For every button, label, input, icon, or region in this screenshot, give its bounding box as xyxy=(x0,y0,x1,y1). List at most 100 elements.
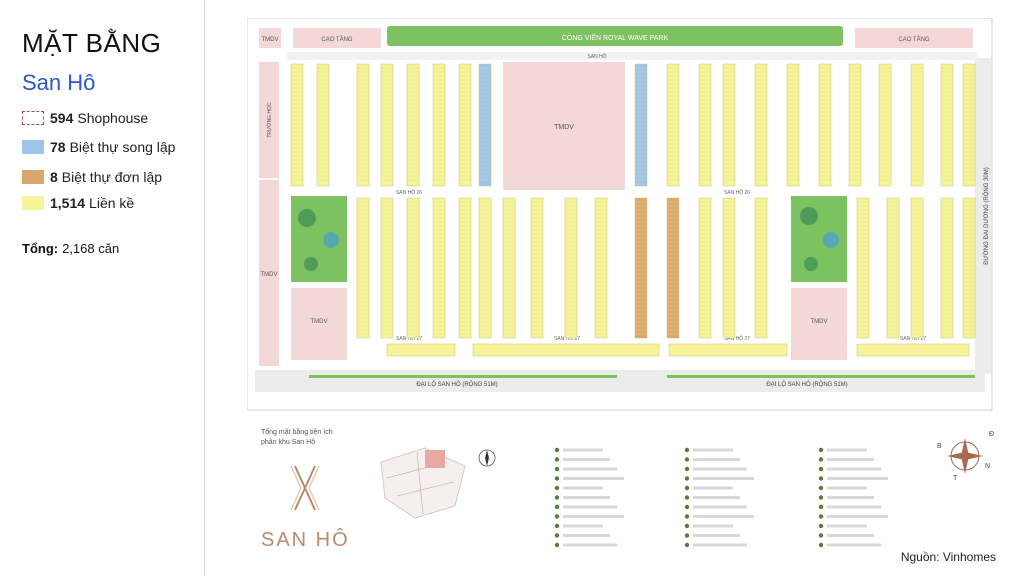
dai-lo-road xyxy=(255,370,985,392)
compass-label: T xyxy=(953,475,958,482)
legend-swatch-song-lap xyxy=(22,140,44,154)
legend-label: Liền kề xyxy=(89,195,135,211)
lot-strip xyxy=(698,63,712,187)
utility-entry xyxy=(693,458,740,461)
lot-strip xyxy=(380,197,394,339)
utility-marker-icon xyxy=(554,504,560,510)
utility-marker-icon xyxy=(684,533,690,538)
san-ho-26-label: SAN HÔ 26 xyxy=(396,189,422,196)
san-ho-road-label: SAN HÔ xyxy=(587,53,606,60)
utility-marker-icon xyxy=(684,466,690,472)
tree-icon xyxy=(804,257,818,271)
utility-entry xyxy=(827,515,888,518)
pool-icon xyxy=(323,232,339,248)
utility-marker-icon xyxy=(818,476,824,481)
tmdv-left xyxy=(259,180,279,366)
san-ho-26-label: SAN HÔ 26 xyxy=(724,189,750,196)
lot-strip xyxy=(432,197,446,339)
lot-strip-horizontal xyxy=(668,343,788,357)
san-ho-27-label: SAN HÔ 27 xyxy=(554,335,580,342)
total-label: Tổng: xyxy=(22,241,59,256)
legend-label: Biệt thự song lập xyxy=(69,139,176,155)
road-green-strip xyxy=(667,375,975,378)
tmdv-label: TMDV xyxy=(262,37,279,43)
lot-strip-horizontal xyxy=(386,343,456,357)
lot-strip xyxy=(910,63,924,187)
legend-swatch-lien-ke xyxy=(22,196,44,210)
utility-title: Tổng mặt bằng tiện ích xyxy=(261,427,333,436)
dai-lo-label: ĐẠI LỘ SAN HÔ (RỘNG 51M) xyxy=(766,381,847,388)
compass-label: N xyxy=(985,463,990,470)
tmdv-label: TMDV xyxy=(811,319,828,325)
brand-name: SAN HÔ xyxy=(261,528,350,551)
utility-marker-icon xyxy=(554,495,560,500)
san-ho-road xyxy=(287,52,977,60)
utility-entry xyxy=(693,448,733,452)
legend-shophouse: 594 Shophouse xyxy=(22,109,148,127)
utility-entry xyxy=(563,543,617,547)
utility-entry xyxy=(693,496,740,499)
san-ho-logo xyxy=(290,465,320,511)
royal-wave-park xyxy=(387,26,843,46)
utility-entry xyxy=(693,524,733,528)
lot-strip xyxy=(634,197,648,339)
utility-entry xyxy=(827,477,888,480)
pool-icon xyxy=(823,232,839,248)
tmdv-label: TMDV xyxy=(554,124,574,131)
lot-strip xyxy=(786,63,800,187)
legend-lien-ke: 1,514 Liền kề xyxy=(22,194,134,212)
utility-marker-icon xyxy=(684,476,690,481)
dai-duong-road xyxy=(975,58,991,374)
site-plan: CÔNG VIÊN ROYAL WAVE PARK TMDV CAO TẦNG … xyxy=(247,18,994,551)
utility-marker-icon xyxy=(554,476,560,481)
utility-entry xyxy=(693,486,733,490)
truong-hoc xyxy=(259,62,279,178)
lot-strip xyxy=(666,63,680,187)
utility-entry xyxy=(693,477,754,480)
divider xyxy=(204,0,205,576)
lot-strip xyxy=(594,197,608,339)
lot-strip xyxy=(478,63,492,187)
utility-entry xyxy=(827,543,881,547)
legend-swatch-shophouse xyxy=(22,111,44,125)
lot-strip xyxy=(356,63,370,187)
dai-duong-label: ĐƯỜNG ĐẠI DƯƠNG (RỘNG 30M) xyxy=(983,167,990,265)
utility-marker-icon xyxy=(684,542,690,548)
lot-strip-horizontal xyxy=(856,343,970,357)
utility-entry xyxy=(693,505,747,509)
legend-label: Shophouse xyxy=(77,110,149,126)
utility-marker-icon xyxy=(554,457,560,462)
lot-strip xyxy=(530,197,544,339)
utility-marker-icon xyxy=(818,523,824,529)
san-ho-27-label: SAN HÔ 27 xyxy=(396,335,422,342)
lot-strip xyxy=(910,197,924,339)
lot-strip xyxy=(698,197,712,339)
tree-icon xyxy=(800,207,818,225)
utility-marker-icon xyxy=(818,466,824,472)
lot-strip xyxy=(962,63,976,187)
compass-label: B xyxy=(937,443,942,450)
lot-strip xyxy=(290,63,304,187)
utility-marker-icon xyxy=(554,485,560,491)
lot-strip xyxy=(886,197,900,339)
lot-strip xyxy=(458,197,472,339)
lot-strip xyxy=(502,197,516,339)
lot-strip xyxy=(666,197,680,339)
compass-icon: Đ N T B xyxy=(937,431,994,482)
road-green-strip xyxy=(309,375,617,378)
utility-marker-icon xyxy=(684,495,690,500)
utility-entry xyxy=(563,448,603,452)
utility-marker-icon xyxy=(684,485,690,491)
utility-marker-icon xyxy=(554,533,560,538)
lot-strip xyxy=(406,197,420,339)
lot-strip xyxy=(380,63,394,187)
utility-list xyxy=(554,447,888,548)
utility-marker-icon xyxy=(684,447,690,453)
cao-tang-label: CAO TẦNG xyxy=(321,36,353,43)
utility-marker-icon xyxy=(818,533,824,538)
utility-entry xyxy=(563,477,624,480)
total-value: 2,168 căn xyxy=(62,241,120,256)
park-label: CÔNG VIÊN ROYAL WAVE PARK xyxy=(562,33,669,42)
utility-entry xyxy=(827,448,867,452)
utility-entry xyxy=(827,505,881,509)
